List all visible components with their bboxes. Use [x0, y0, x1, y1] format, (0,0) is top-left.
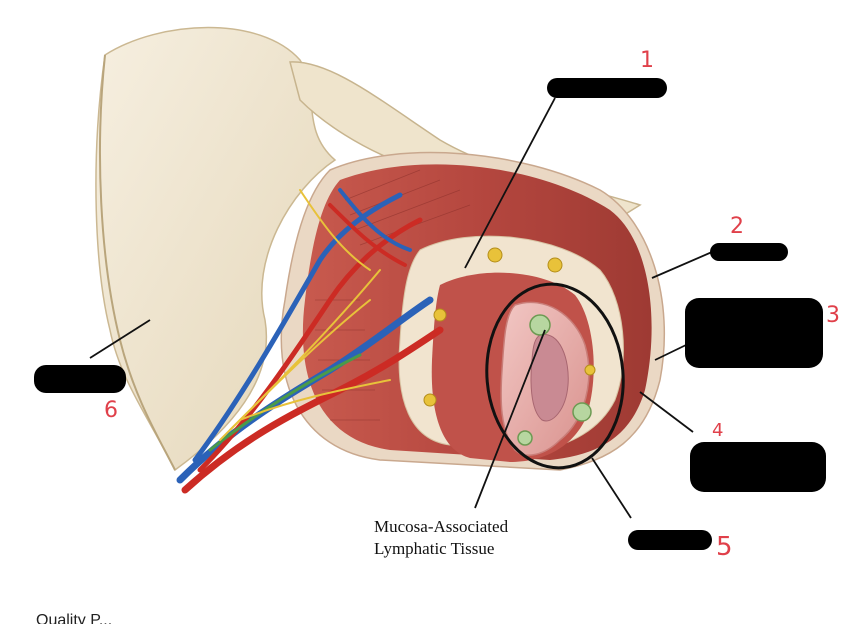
- label-number-2: 2: [730, 214, 744, 239]
- redacted-label-3: [685, 298, 823, 368]
- malt-highlight-ellipse: [485, 282, 625, 470]
- lumen: [530, 334, 569, 422]
- mesentery-edge: [99, 54, 176, 471]
- redacted-label-6: [34, 365, 126, 393]
- lymph-nodule: [517, 430, 533, 446]
- label-number-5: 5: [716, 532, 733, 562]
- label-number-3: 3: [826, 303, 840, 328]
- vessels: [176, 188, 444, 494]
- nerve-plexus: [423, 247, 596, 407]
- lymph-nodule: [529, 314, 551, 336]
- label-number-4: 4: [712, 420, 724, 441]
- caption-line-2: Lymphatic Tissue: [374, 539, 495, 558]
- malt-caption: Mucosa-Associated Lymphatic Tissue: [374, 516, 508, 560]
- cut-off-text: Quality P...: [36, 612, 113, 624]
- redacted-label-5: [628, 530, 712, 550]
- mesentery: [95, 26, 337, 472]
- label-number-6: 6: [104, 398, 118, 423]
- leader-lines: [89, 97, 713, 519]
- caption-line-1: Mucosa-Associated: [374, 517, 509, 536]
- redacted-label-4: [690, 442, 826, 492]
- redacted-label-2: [710, 243, 788, 261]
- label-number-1: 1: [640, 48, 654, 73]
- redacted-label-1: [547, 78, 667, 98]
- lymph-nodule: [572, 402, 592, 422]
